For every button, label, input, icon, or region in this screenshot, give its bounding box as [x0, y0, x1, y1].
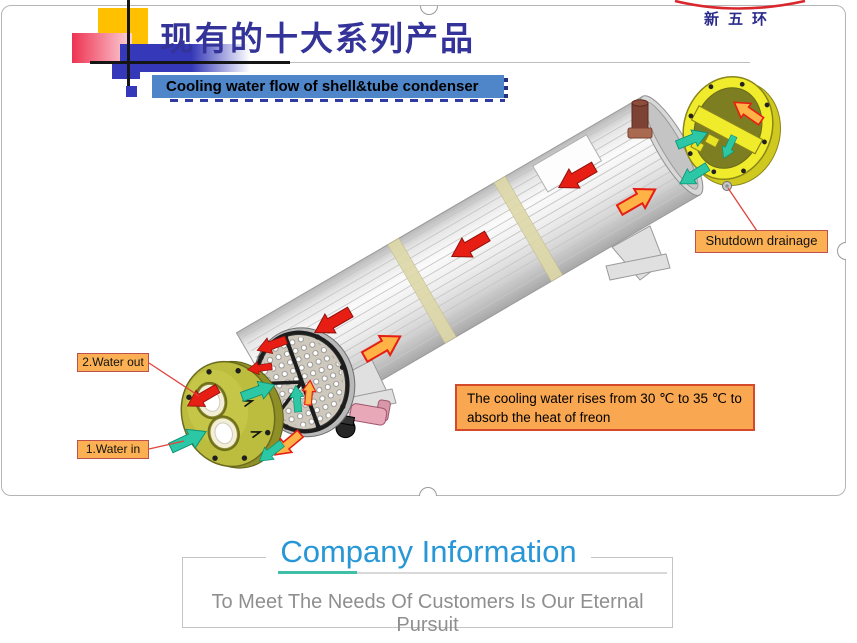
cooling-water-note: The cooling water rises from 30 ℃ to 35 …	[455, 384, 755, 431]
decor-horizontal-rule	[90, 62, 750, 63]
section-banner: Cooling water flow of shell&tube condens…	[152, 75, 504, 98]
heading-underline-teal	[278, 571, 357, 574]
company-logo: 新五环	[665, 0, 815, 34]
heading-underline-gray	[357, 572, 667, 574]
company-slogan: To Meet The Needs Of Customers Is Our Et…	[211, 591, 644, 636]
company-heading-row: Company Information	[0, 534, 857, 570]
bullet-square	[126, 86, 137, 97]
shutdown-drainage-label: Shutdown drainage	[695, 230, 828, 253]
note-line-1: The cooling water rises from 30 ℃ to 35 …	[467, 391, 742, 406]
logo-text: 新五环	[703, 10, 776, 28]
logo-arc-icon	[674, 0, 806, 10]
decor-vertical-line	[127, 0, 130, 86]
decor-blue-small-square	[112, 64, 140, 79]
decor-horizontal-line	[90, 61, 290, 64]
note-line-2: absorb the heat of freon	[467, 410, 611, 425]
decor-blue-rect	[120, 44, 250, 72]
page-title: 现有的十大系列产品	[160, 19, 475, 58]
banner-under-dashes	[170, 99, 505, 102]
banner-torn-edge	[504, 78, 508, 98]
company-heading: Company Information	[266, 534, 591, 570]
water-out-label: 2.Water out	[77, 353, 149, 372]
water-in-label: 1.Water in	[77, 440, 149, 459]
